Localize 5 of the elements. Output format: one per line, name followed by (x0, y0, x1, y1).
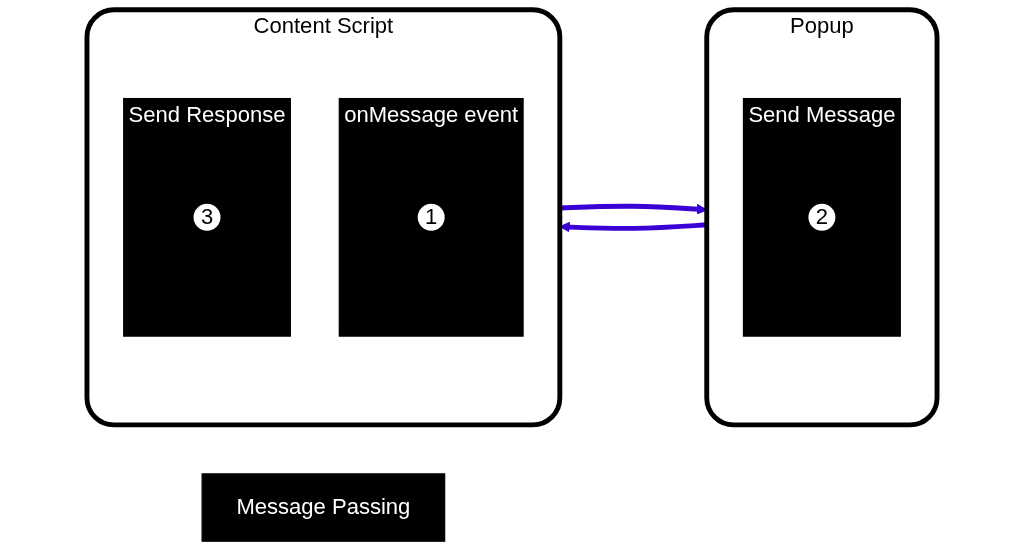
arrow (559, 221, 707, 233)
node-circle: 1 (415, 201, 448, 234)
node-circle: 3 (191, 201, 223, 234)
node-box: Message Passing (201, 473, 446, 542)
node-circle: 2 (805, 201, 838, 234)
